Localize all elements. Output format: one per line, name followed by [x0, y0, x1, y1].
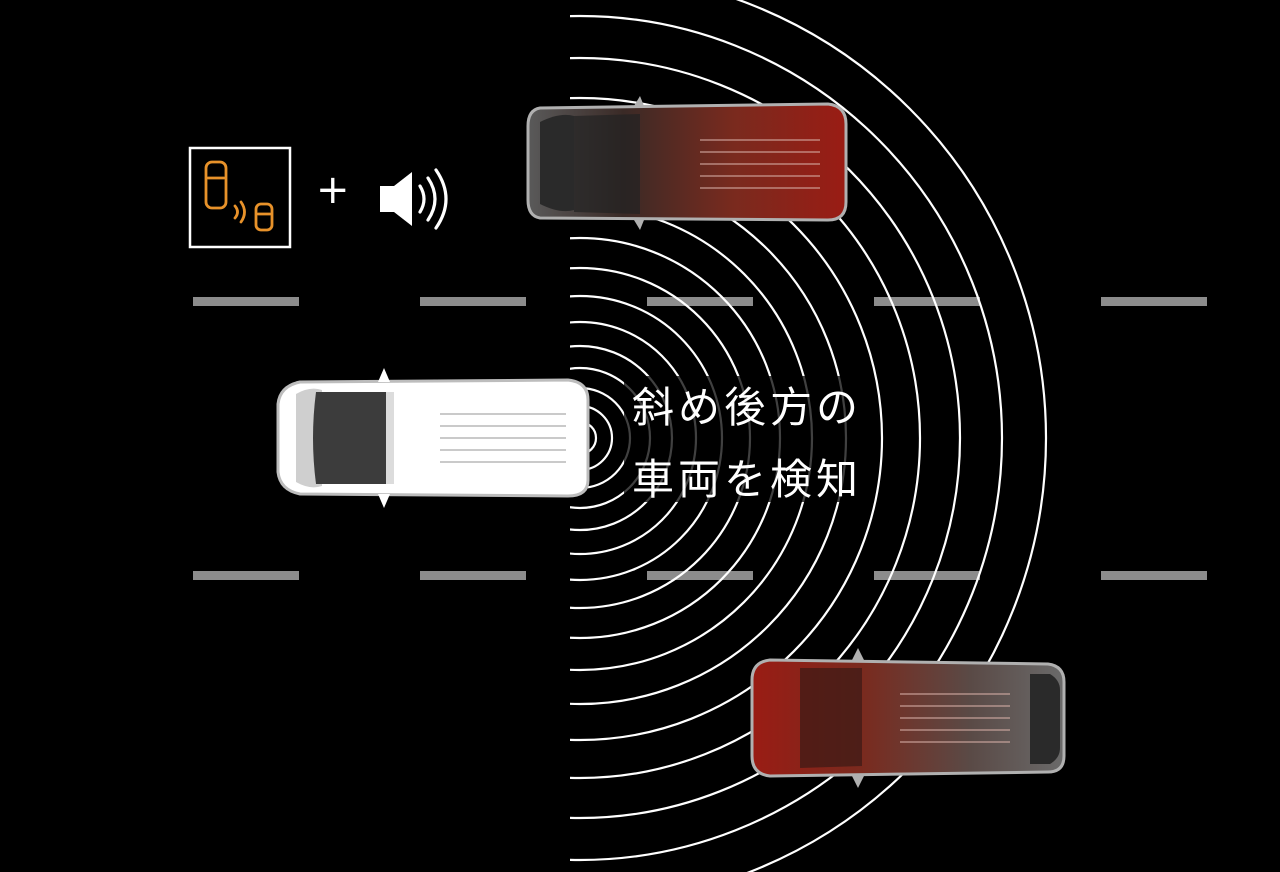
lane-dash	[1101, 297, 1207, 306]
caption-backdrop	[624, 376, 874, 502]
plus-sign: +	[316, 167, 350, 213]
lane-dash	[874, 297, 980, 306]
blind-spot-warning-icon	[188, 146, 292, 249]
lane-dash	[420, 571, 526, 580]
caption-line-2: 車両を検知	[632, 455, 863, 504]
caption-line-1: 斜め後方の	[632, 383, 863, 432]
sensor-wave-arc	[570, 97, 921, 779]
lane-dash	[420, 297, 526, 306]
lane-markings	[193, 297, 1207, 580]
sensor-wave-arc	[570, 57, 961, 819]
lane-dash	[647, 297, 753, 306]
lane-dash	[1101, 571, 1207, 580]
speaker-sound-icon	[380, 168, 448, 230]
detected-vehicle-top	[526, 96, 848, 230]
own-vehicle	[276, 368, 590, 508]
sensor-wave-arc	[735, 0, 1047, 872]
lane-dash	[193, 297, 299, 306]
lane-dash	[874, 571, 980, 580]
detected-vehicle-bottom	[750, 648, 1066, 788]
sensor-wave-arc	[570, 15, 1003, 861]
lane-dash	[647, 571, 753, 580]
detection-caption: 斜め後方の 車両を検知	[632, 372, 862, 516]
lane-dash	[193, 571, 299, 580]
